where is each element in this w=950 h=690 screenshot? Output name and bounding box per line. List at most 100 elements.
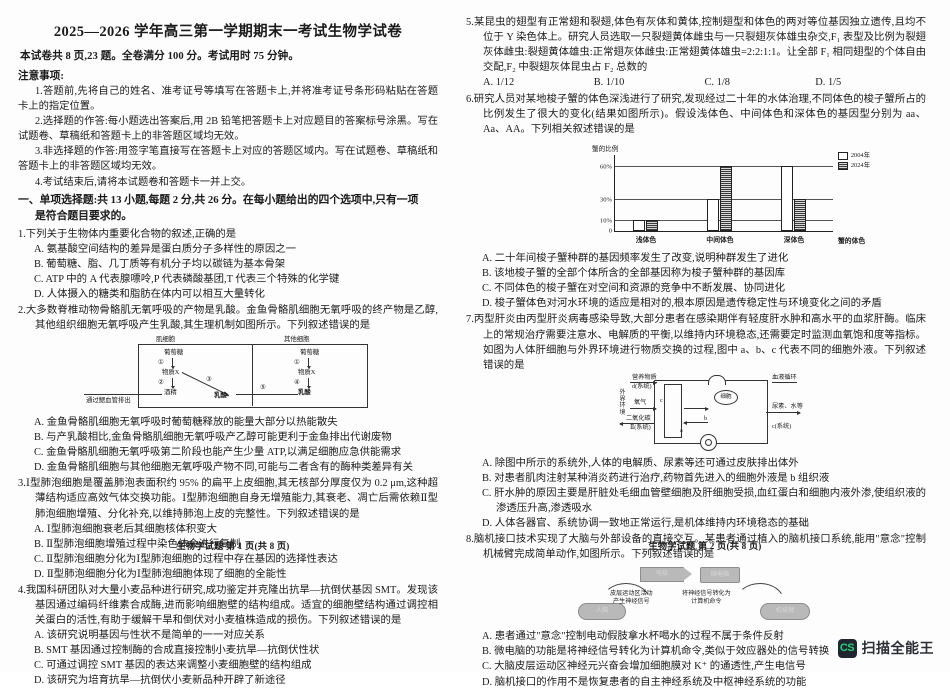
option-c[interactable]: C. ATP 中的 A 代表腺嘌呤,P 代表磷酸基团,T 代表三个特殊的化学键 [34, 273, 340, 285]
option-b[interactable]: B. 该地梭子蟹的全部个体所含的全部基因称为梭子蟹种群的基因库 [482, 268, 786, 280]
option-b[interactable]: B. 1/10 [593, 77, 625, 89]
x-category-dark: 深体色 [783, 237, 805, 245]
figure1-arrow-1-left [171, 358, 175, 370]
question-5: 5.某昆虫的翅型有正常翅和裂翅,体色有灰体和黄体,控制翅型和体色的两对等位基因独… [466, 15, 926, 91]
option-d[interactable]: D. 脑机接口的作用不是恢复患者的自主神经系统及中枢神经系统的功能 [482, 676, 807, 688]
option-d[interactable]: D. 金鱼骨骼肌细胞与其他细胞无氧呼吸产物不同,可能与二者含有的酶种类差异有关 [34, 462, 413, 474]
x-category-light: 浅体色 [635, 237, 657, 245]
option-b[interactable]: B. 葡萄糖、脂、几丁质等有机分子均以碳链为基本骨架 [34, 258, 286, 270]
figure1-outer-box [138, 344, 368, 409]
bar-2024-light [646, 220, 658, 232]
option-a[interactable]: A. 二十年间梭子蟹种群的基因频率发生了改变,说明种群发生了进化 [482, 253, 789, 265]
node-brain: 人脑 [578, 603, 626, 621]
question-stem: 6.研究人员对某地梭子蟹的体色深浅进行了研究,发现经过二十年的水体治理,不同体色… [466, 93, 926, 136]
figure1-arrow-4 [307, 378, 311, 390]
question-stem: 3.Ⅰ型肺泡细胞是覆盖肺泡表面积约 95% 的扁平上皮细胞,其无核部分厚度仅为 … [18, 478, 438, 520]
figure1-right-substance-x: 物质X [298, 369, 316, 377]
question-stem: 7.丙型肝炎由丙型肝炎病毒感染导致,大部分患者在感染期伴有轻度肝水肿和高水平的血… [466, 314, 926, 371]
exam-subtitle: 本试卷共 8 页,23 题。全卷满分 100 分。考试用时 75 分钟。 [20, 51, 300, 62]
option-a[interactable]: A. 除图中所示的系统外,人体的电解质、尿素等还可通过皮肤排出体外 [482, 457, 799, 469]
figure-internal-environment: 细胞 外界环境 营养物质 d(系统) 氧气 二氧化碳 Ⅱ(系统) 血液循环 尿素… [558, 373, 858, 454]
figure1-gill-note: 通过鳃血管排出 [86, 397, 131, 405]
figure3-heart-shape [708, 374, 726, 385]
figure1-left-glucose: 葡萄糖 [164, 349, 184, 357]
option-c[interactable]: C. 可通过调控 SMT 基因的表达来调整小麦细胞壁的结构组成 [34, 660, 312, 672]
section-heading-line1: 一、单项选择题:共 13 小题,每题 2 分,共 26 分。在每小题给出的四个选… [18, 194, 419, 207]
figure3-arrow-nutrients [630, 380, 657, 385]
figure1-step-1-right: ① [294, 359, 300, 367]
question-3: 3.Ⅰ型肺泡细胞是覆盖肺泡表面积约 95% 的扁平上皮细胞,其无核部分厚度仅为 … [18, 476, 438, 582]
option-a[interactable]: A. Ⅰ型肺泡细胞衰老后其细胞核体积变大 [34, 523, 218, 535]
question-6: 6.研究人员对某地梭子蟹的体色深浅进行了研究,发现经过二十年的水体治理,不同体色… [466, 92, 926, 312]
legend-item-2024: 2024年 [837, 161, 870, 171]
figure-brain-computer-interface: 人脑 电极 微电脑 机械臂 皮层运动区活动产生神经信号 将神经信号转化为计算机命… [554, 565, 884, 627]
right-column: 5.某昆虫的翅型有正常翅和裂翅,体色有灰体和黄体,控制翅型和体色的两对等位基因独… [448, 14, 926, 688]
option-c[interactable]: C. 大脑皮层运动区神经元兴奋会增加细胞膜对 K⁺ 的通透性,产生电信号 [482, 661, 806, 673]
option-c[interactable]: C. 不同体色的梭子蟹在对空间和资源的竞争中不断发展、协同进化 [482, 283, 786, 295]
figure1-arrow-2-left [171, 378, 175, 390]
option-b[interactable]: B. 微电脑的功能是将神经信号转化为计算机命令,类似于效应器处的信号转换 [482, 646, 830, 658]
option-d[interactable]: D. 人体各器官、系统协调一致地正常运行,是机体维持内环境稳态的基础 [482, 518, 810, 530]
bar-2004-middle [707, 198, 719, 232]
figure1-step-3: ③ [206, 376, 212, 384]
option-d[interactable]: D. 人体摄入的糖类和脂肪在体内可以相互大量转化 [34, 288, 265, 300]
figure3-ii-system-label: Ⅱ(系统) [630, 423, 651, 431]
figure3-arrow-co2 [619, 421, 654, 426]
figure3-kidney-circle [700, 433, 717, 451]
caption-signal-conversion: 将神经信号转化为计算机命令 [682, 591, 731, 605]
y-tick-60: 60% [599, 163, 612, 171]
node-mechanical-arm: 机械臂 [760, 603, 810, 621]
figure3-blood-circulation-label: 血液循环 [772, 373, 797, 383]
figure3-arrow-urea [766, 410, 801, 415]
option-c[interactable]: C. 金鱼骨骼肌细胞无氧呼吸第二阶段也能产生少量 ATP,以满足细胞应急供能需求 [34, 447, 402, 459]
option-b[interactable]: B. 对患者肌肉注射某种消炎药进行治疗,药物首先进入的细胞外液是 b 组织液 [482, 472, 830, 484]
figure1-transport-line [236, 394, 298, 396]
figure1-right-lactate: 乳酸 [298, 389, 311, 397]
option-a[interactable]: A. 1/12 [483, 77, 515, 89]
option-d[interactable]: D. 1/5 [815, 77, 842, 89]
legend-label-2024: 2024年 [850, 162, 870, 170]
figure1-step-4: ④ [294, 379, 300, 387]
option-d[interactable]: D. 该研究为培育抗旱—抗倒伏小麦新品种开辟了新途径 [34, 675, 286, 687]
option-b[interactable]: B. 与产乳酸相比,金鱼骨骼肌细胞无氧呼吸产乙醇可能更利于金鱼排出代谢废物 [34, 432, 392, 444]
figure3-cell: 细胞 [714, 389, 738, 405]
footer-page-right: 生物学试题 第 2 页(共 8 页) [648, 541, 762, 551]
option-c[interactable]: C. 肝水肿的原因主要是肝脏处毛细血管壁细胞及肝细胞受损,血红蛋白和细胞内液外渗… [482, 487, 926, 515]
option-a[interactable]: A. 患者通过"意念"控制电动假肢拿水杯喝水的过程不属于条件反射 [482, 631, 784, 643]
question-8: 8.脑机接口技术实现了大脑与外部设备的直接交互。某患者通过植入的脑机接口系统,能… [466, 532, 926, 689]
camscanner-label: 扫描全能王 [861, 640, 934, 656]
left-column: 2025—2026 学年高三第一学期期末一考试生物学试卷 本试卷共 8 页,23… [18, 14, 448, 686]
option-a[interactable]: A. 金鱼骨骼肌细胞无氧呼吸时葡萄糖释放的能量大部分以热能散失 [34, 417, 338, 429]
option-b[interactable]: B. SMT 基因通过控制酶的合成直接控制小麦抗旱—抗倒伏性状 [34, 645, 320, 657]
option-a[interactable]: A. 该研究说明基因与性状不是简单的一一对应关系 [34, 630, 265, 642]
bar-2004-dark [781, 166, 793, 232]
option-d[interactable]: D. Ⅱ型肺泡细胞分化为Ⅰ型肺泡细胞体现了细胞的全能性 [34, 568, 287, 580]
figure1-step-5: ⑤ [260, 384, 266, 392]
figure1-divider [252, 344, 253, 407]
question-7: 7.丙型肝炎由丙型肝炎病毒感染导致,大部分患者在感染期伴有轻度肝水肿和高水平的血… [466, 312, 926, 531]
question-2: 2.大多数脊椎动物骨骼肌无氧呼吸的产物是乳酸。金鱼骨骼肌细胞无氧呼吸的终产物是乙… [18, 303, 438, 475]
option-c[interactable]: C. 1/8 [704, 77, 730, 89]
figure3-external-environment-label: 外界环境 [619, 389, 626, 416]
question-stem: 8.脑机接口技术实现了大脑与外部设备的直接交互。某患者通过植入的脑机接口系统,能… [466, 534, 926, 561]
notice-item: 1.答题前,先将自己的姓名、准考证号等填写在答题卡上,并将准考证号条形码粘贴在答… [18, 86, 438, 112]
arc-microcomputer-to-arm [736, 583, 784, 601]
figure3-c-system-label: c(系统) [772, 422, 792, 430]
figure1-mid-lactate: 乳酸 [214, 392, 227, 400]
question-1: 1.下列关于生物体内重要化合物的叙述,正确的是 A. 氨基酸空间结构的差异是蛋白… [18, 227, 438, 302]
option-a[interactable]: A. 氨基酸空间结构的差异是蛋白质分子多样性的原因之一 [34, 243, 297, 255]
figure-crab-color-bar-chart: 蟹的比例 蟹的体色 2004年 2024年 [562, 141, 892, 249]
question-stem: 5.某昆虫的翅型有正常翅和裂翅,体色有灰体和黄体,控制翅型和体色的两对等位基因独… [466, 17, 927, 74]
inline-options: A. 1/12 B. 1/10 C. 1/8 D. 1/5 [466, 75, 926, 91]
figure3-arrow-cell-out [683, 420, 708, 425]
chart-legend: 2004年 2024年 [837, 151, 870, 171]
figure3-label-c: c [660, 396, 663, 404]
option-c[interactable]: C. Ⅱ型肺泡细胞分化为Ⅰ型肺泡细胞的过程中存在基因的选择性表达 [34, 553, 338, 565]
figure3-label-a: a [680, 426, 683, 434]
notice-item: 3.非选择题的作答:用签字笔直接写在答题卡上对应的答题区域内。写在试题卷、草稿纸… [18, 146, 438, 173]
chart-y-axis-label: 蟹的比例 [592, 146, 619, 154]
caption-brain-signal: 皮层运动区活动产生神经信号 [610, 591, 653, 605]
option-d[interactable]: D. 梭子蟹体色对河水环境的适应是相对的,根本原因是遗传稳定性与环境变化之间的矛… [482, 298, 882, 310]
exam-page: 2025—2026 学年高三第一学期期末一考试生物学试卷 本试卷共 8 页,23… [0, 0, 950, 672]
option-b[interactable]: B. Ⅱ型肺泡细胞增殖过程中染色体会进行复制 [34, 538, 241, 550]
